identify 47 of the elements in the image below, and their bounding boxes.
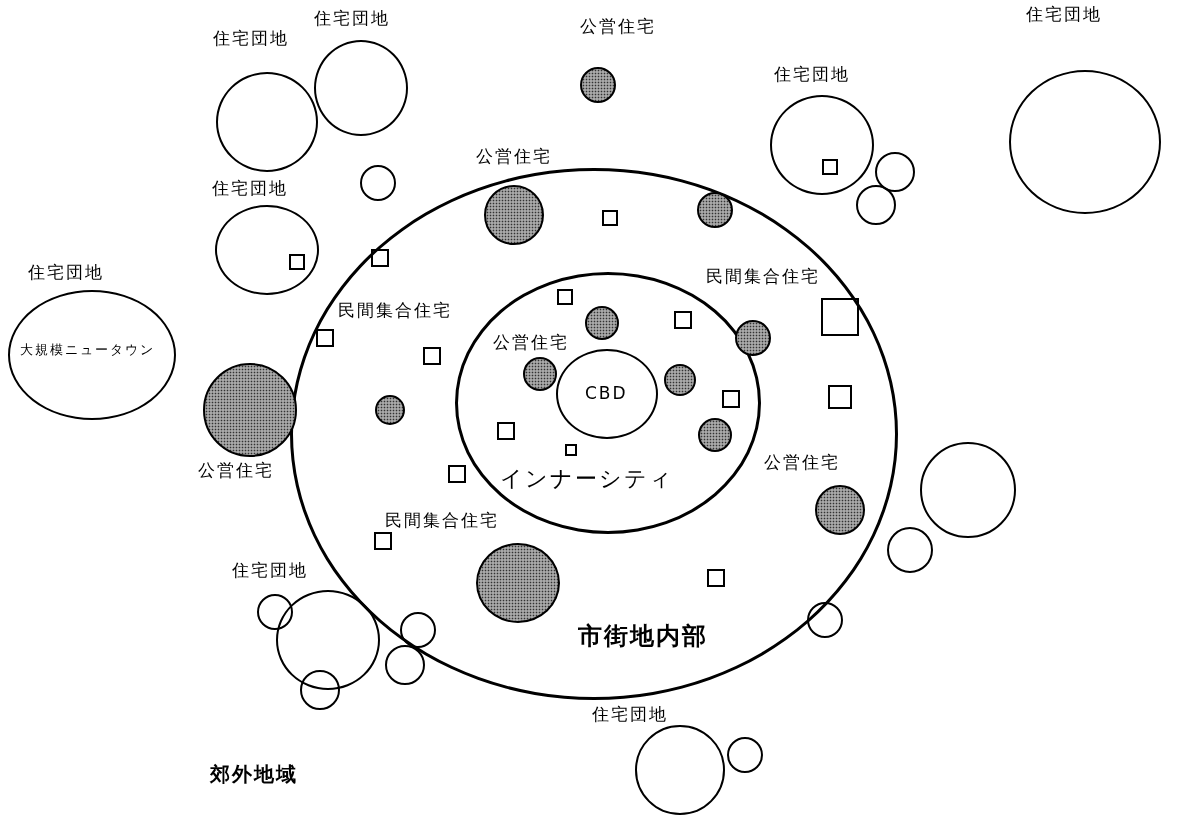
apartment-square	[722, 390, 740, 408]
apartment-square	[497, 422, 515, 440]
apartment-square	[557, 289, 573, 305]
area-label: 民間集合住宅	[338, 300, 452, 321]
apartment-square	[674, 311, 692, 329]
apartment-square	[707, 569, 725, 587]
housing-area-circle	[875, 152, 915, 192]
housing-area-circle	[887, 527, 933, 573]
apartment-square	[602, 210, 618, 226]
public-housing-circle	[664, 364, 696, 396]
apartment-square	[822, 159, 838, 175]
area-label: CBD	[585, 383, 628, 404]
housing-area-circle	[727, 737, 763, 773]
apartment-square	[828, 385, 852, 409]
public-housing-circle	[698, 418, 732, 452]
housing-area-circle	[300, 670, 340, 710]
area-label: 公営住宅	[764, 452, 840, 473]
area-label: 住宅団地	[592, 704, 668, 725]
area-label: 住宅団地	[232, 560, 308, 581]
area-label: 民間集合住宅	[706, 266, 820, 287]
housing-area-circle	[257, 594, 293, 630]
area-label: 市街地内部	[578, 622, 708, 651]
apartment-square	[565, 444, 577, 456]
public-housing-circle	[375, 395, 405, 425]
area-label: 住宅団地	[28, 262, 104, 283]
area-label: 公営住宅	[580, 16, 656, 37]
area-label: 大規模ニュータウン	[20, 342, 155, 358]
area-label: 公営住宅	[198, 460, 274, 481]
area-label: 住宅団地	[314, 8, 390, 29]
area-label: 住宅団地	[774, 64, 850, 85]
area-label: 公営住宅	[493, 332, 569, 353]
area-label: 住宅団地	[1026, 4, 1102, 25]
area-label: 住宅団地	[212, 178, 288, 199]
area-label: インナーシティ	[500, 466, 674, 493]
apartment-square	[371, 249, 389, 267]
housing-area-circle	[920, 442, 1016, 538]
area-label: 民間集合住宅	[385, 510, 499, 531]
area-label: 住宅団地	[213, 28, 289, 49]
public-housing-circle	[735, 320, 771, 356]
apartment-square	[448, 465, 466, 483]
housing-area-circle	[556, 349, 658, 439]
area-label: 公営住宅	[476, 146, 552, 167]
apartment-square	[289, 254, 305, 270]
public-housing-circle	[697, 192, 733, 228]
region-label: 郊外地域	[210, 762, 298, 786]
public-housing-circle	[585, 306, 619, 340]
apartment-square	[423, 347, 441, 365]
